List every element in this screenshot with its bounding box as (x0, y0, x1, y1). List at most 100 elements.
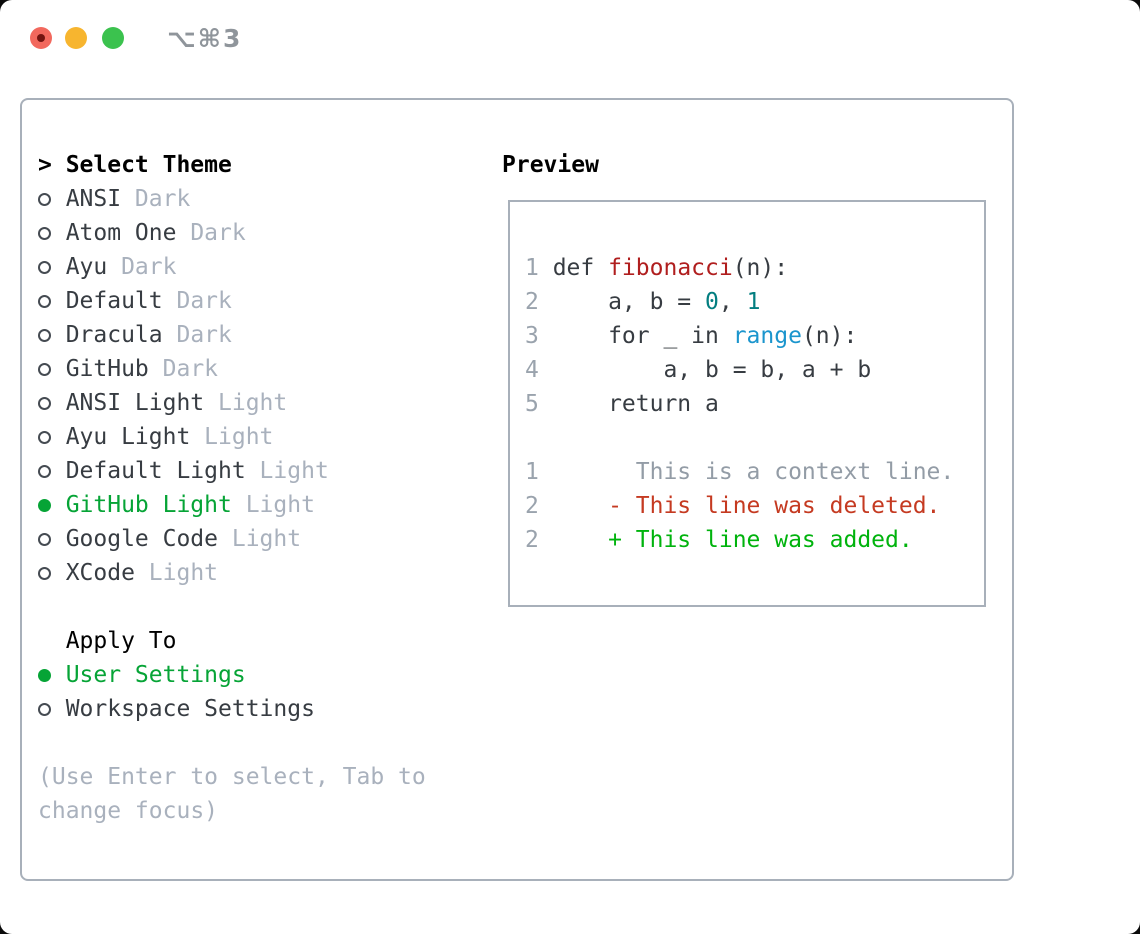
theme-option-ayu-light[interactable]: Ayu Light Light (38, 420, 329, 454)
line-number: 2 (525, 289, 539, 315)
theme-option-default-light[interactable]: Default Light Light (38, 454, 329, 488)
radio-icon (38, 396, 51, 410)
code-token: return a (552, 391, 719, 417)
code-token: a, b = b, a + b (552, 357, 872, 383)
select-theme-header: > Select Theme (38, 148, 329, 182)
radio-icon (38, 702, 51, 716)
diff-preview: 1 This is a context line.2 - This line w… (525, 455, 954, 557)
theme-name: Default (65, 288, 163, 314)
code-token: 0 (705, 289, 719, 315)
theme-name: GitHub Light (65, 492, 232, 518)
theme-variant: Light (231, 492, 315, 518)
close-button[interactable] (30, 27, 52, 49)
preview-header: Preview (502, 152, 599, 178)
theme-variant: Dark (121, 186, 191, 212)
radio-icon (38, 328, 51, 342)
preview-box (508, 200, 986, 607)
theme-name: Ayu Light (65, 424, 191, 450)
radio-icon (38, 566, 51, 580)
code-token: 1 (746, 289, 761, 315)
theme-variant: Light (190, 424, 274, 450)
theme-option-atom-one[interactable]: Atom One Dark (38, 216, 329, 250)
theme-option-dracula[interactable]: Dracula Dark (38, 318, 329, 352)
code-token: - This line was deleted. (552, 493, 941, 519)
theme-option-ansi-light[interactable]: ANSI Light Light (38, 386, 329, 420)
radio-icon (38, 294, 51, 308)
radio-icon (38, 192, 51, 206)
code-token: for _ in (552, 323, 733, 349)
line-number: 2 (525, 527, 539, 553)
theme-name: ANSI Light (65, 390, 205, 416)
theme-variant: Light (245, 458, 329, 484)
theme-variant: Dark (148, 356, 219, 382)
code-token: fibonacci (608, 255, 733, 281)
radio-icon (38, 362, 51, 376)
radio-icon (38, 260, 51, 274)
theme-name: XCode (65, 560, 135, 586)
diff-line: 1 This is a context line. (525, 455, 954, 489)
theme-variant: Light (134, 560, 219, 586)
line-number: 1 (525, 255, 539, 281)
radio-icon (38, 532, 51, 546)
theme-variant: Light (218, 526, 302, 552)
diff-line: 2 + This line was added. (525, 523, 954, 557)
window-title: ⌥⌘3 (167, 24, 243, 53)
theme-variant: Dark (162, 322, 232, 348)
zoom-button[interactable] (102, 27, 124, 49)
apply-option-user-settings[interactable]: User Settings (38, 658, 315, 692)
apply-option-workspace-settings[interactable]: Workspace Settings (38, 692, 315, 726)
line-number: 3 (525, 323, 539, 349)
code-token: , (718, 289, 747, 315)
theme-variant: Dark (107, 254, 177, 280)
theme-variant: Dark (162, 288, 232, 314)
theme-name: Atom One (65, 220, 177, 246)
prompt-caret: > (38, 152, 52, 178)
radio-icon (38, 464, 51, 478)
theme-name: Default Light (65, 458, 246, 484)
code-line: 4 a, b = b, a + b (525, 353, 871, 387)
theme-option-xcode[interactable]: XCode Light (38, 556, 329, 590)
code-token: (n): (801, 323, 858, 349)
code-line: 1 def fibonacci(n): (525, 251, 871, 285)
diff-line: 2 - This line was deleted. (525, 489, 954, 523)
line-number: 5 (525, 391, 539, 417)
code-token: def (552, 255, 609, 281)
code-token: range (732, 323, 802, 349)
select-theme-title: Select Theme (65, 152, 232, 178)
apply-to-header: Apply To (65, 628, 177, 654)
theme-option-google-code[interactable]: Google Code Light (38, 522, 329, 556)
radio-selected-icon (38, 498, 51, 512)
line-number: 2 (525, 493, 539, 519)
line-number: 4 (525, 357, 539, 383)
close-button-dot (37, 34, 45, 42)
theme-option-github[interactable]: GitHub Dark (38, 352, 329, 386)
theme-variant: Light (204, 390, 288, 416)
hint-line: change focus) (38, 798, 219, 824)
theme-variant: Dark (176, 220, 246, 246)
hint-text: (Use Enter to select, Tab to change focu… (38, 760, 426, 828)
minimize-button[interactable] (65, 27, 87, 49)
theme-option-github-light[interactable]: GitHub Light Light (38, 488, 329, 522)
code-token: a, b = (552, 289, 706, 315)
code-token: (n): (732, 255, 789, 281)
theme-option-ayu[interactable]: Ayu Dark (38, 250, 329, 284)
theme-name: ANSI (65, 186, 122, 212)
theme-name: Google Code (65, 526, 219, 552)
radio-icon (38, 430, 51, 444)
radio-icon (38, 226, 51, 240)
code-token: This is a context line. (552, 459, 955, 485)
code-line: 2 a, b = 0, 1 (525, 285, 871, 319)
code-line: 3 for _ in range(n): (525, 319, 871, 353)
code-line: 5 return a (525, 387, 871, 421)
theme-option-default[interactable]: Default Dark (38, 284, 329, 318)
theme-name: Dracula (65, 322, 163, 348)
hint-line: (Use Enter to select, Tab to (38, 764, 426, 790)
apply-option-label: User Settings (65, 662, 246, 688)
line-number: 1 (525, 459, 539, 485)
theme-option-ansi[interactable]: ANSI Dark (38, 182, 329, 216)
